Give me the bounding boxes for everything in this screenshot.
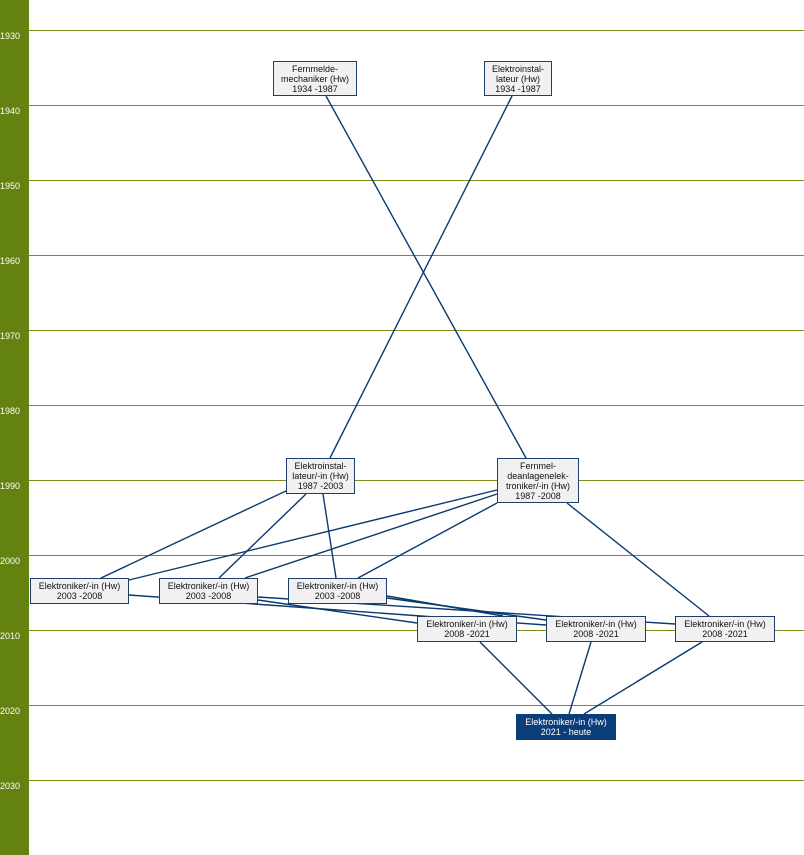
year-label-2000: 2000 xyxy=(0,556,21,566)
gridline-1960 xyxy=(29,255,804,256)
gridline-1990 xyxy=(29,480,804,481)
edge-elektroniker-2008-c-to-elektroniker-2021 xyxy=(583,641,703,715)
year-label-1960: 1960 xyxy=(0,256,21,266)
occupation-title-line: deanlagenelek- xyxy=(507,470,569,481)
edge-fernmeldeanlagenelektroniker-to-elektroniker-2003-a xyxy=(128,489,498,581)
occupation-period: 1934 -1987 xyxy=(292,83,338,94)
occupation-node-elektroinstallateur-1987[interactable]: Elektroinstal-lateur/-in (Hw)1987 -2003 xyxy=(286,458,355,494)
occupation-node-elektroniker-2003-c[interactable]: Elektroniker/-in (Hw)2003 -2008 xyxy=(288,578,387,604)
edge-elektroinstallateur-1934-to-elektroinstallateur-1987 xyxy=(329,95,513,459)
edge-fernmeldeanlagenelektroniker-to-elektroniker-2008-c xyxy=(566,502,710,617)
year-label-2020: 2020 xyxy=(0,706,21,716)
year-axis-bar xyxy=(0,0,29,855)
occupation-title-line: Elektroniker/-in (Hw) xyxy=(684,619,766,629)
occupation-period: 2008 -2021 xyxy=(573,629,619,639)
occupation-title-line: Elektroniker/-in (Hw) xyxy=(38,581,121,591)
occupation-title-line: mechaniker (Hw) xyxy=(280,73,349,84)
occupation-node-elektroniker-2003-b[interactable]: Elektroniker/-in (Hw)2003 -2008 xyxy=(159,578,258,604)
gridline-1940 xyxy=(29,105,804,106)
year-label-1970: 1970 xyxy=(0,331,21,341)
occupation-node-elektroinstallateur-1934[interactable]: Elektroinstal-lateur (Hw)1934 -1987 xyxy=(484,61,552,96)
occupation-period: 1987 -2008 xyxy=(515,490,561,501)
gridline-2010 xyxy=(29,630,804,631)
occupation-period: 2021 - heute xyxy=(540,727,592,737)
gridline-2000 xyxy=(29,555,804,556)
occupation-title-line: Elektroinstal- xyxy=(294,461,347,471)
year-label-1990: 1990 xyxy=(0,481,21,491)
occupation-node-elektroniker-2003-a[interactable]: Elektroniker/-in (Hw)2003 -2008 xyxy=(30,578,129,604)
occupation-node-elektroniker-2008-a[interactable]: Elektroniker/-in (Hw)2008 -2021 xyxy=(417,616,517,642)
occupation-title-line: troniker/-in (Hw) xyxy=(505,480,570,491)
edge-elektroniker-2003-b-to-elektroniker-2008-a xyxy=(257,599,418,624)
occupation-title-line: lateur/-in (Hw) xyxy=(292,471,349,481)
occupation-period: 2008 -2021 xyxy=(444,629,490,639)
occupation-title-line: Elektroniker/-in (Hw) xyxy=(296,581,379,591)
occupation-node-fernmeldemechaniker[interactable]: Fernmelde-mechaniker (Hw)1934 -1987 xyxy=(273,61,357,96)
year-label-1930: 1930 xyxy=(0,31,21,41)
year-label-1940: 1940 xyxy=(0,106,21,116)
occupation-title-line: Fernmel- xyxy=(519,460,556,471)
gridline-1970 xyxy=(29,330,804,331)
occupation-title-line: Elektroniker/-in (Hw) xyxy=(555,619,637,629)
edge-elektroniker-2003-c-to-elektroniker-2008-b xyxy=(386,597,547,621)
occupation-node-elektroniker-2008-c[interactable]: Elektroniker/-in (Hw)2008 -2021 xyxy=(675,616,775,642)
occupation-title-line: lateur (Hw) xyxy=(495,73,540,84)
gridline-1930 xyxy=(29,30,804,31)
edge-elektroinstallateur-1987-to-elektroniker-2003-b xyxy=(218,493,307,579)
edge-elektroinstallateur-1987-to-elektroniker-2003-a xyxy=(100,489,289,579)
occupation-node-elektroniker-2021[interactable]: Elektroniker/-in (Hw)2021 - heute xyxy=(516,714,616,740)
gridline-1950 xyxy=(29,180,804,181)
year-label-2010: 2010 xyxy=(0,631,21,641)
edge-elektroinstallateur-1987-to-elektroniker-2003-c xyxy=(322,493,337,579)
edge-fernmeldemechaniker-to-fernmeldeanlagenelektroniker xyxy=(325,95,527,459)
occupation-period: 2008 -2021 xyxy=(702,629,748,639)
occupation-title-line: Fernmelde- xyxy=(291,63,338,74)
gridline-1980 xyxy=(29,405,804,406)
occupation-title-line: Elektroniker/-in (Hw) xyxy=(167,581,250,591)
occupation-title-line: Elektroinstal- xyxy=(491,63,545,74)
edge-fernmeldeanlagenelektroniker-to-elektroniker-2003-b xyxy=(244,493,498,579)
occupation-period: 2003 -2008 xyxy=(314,591,361,601)
occupation-node-fernmeldeanlagenelektroniker[interactable]: Fernmel-deanlagenelek-troniker/-in (Hw)1… xyxy=(497,458,579,503)
year-label-1950: 1950 xyxy=(0,181,21,191)
occupation-title-line: Elektroniker/-in (Hw) xyxy=(525,717,607,727)
occupation-period: 1934 -1987 xyxy=(495,83,541,94)
gridline-2020 xyxy=(29,705,804,706)
occupation-period: 2003 -2008 xyxy=(185,591,232,601)
year-label-1980: 1980 xyxy=(0,406,21,416)
year-label-2030: 2030 xyxy=(0,781,21,791)
edge-fernmeldeanlagenelektroniker-to-elektroniker-2003-c xyxy=(357,502,498,579)
occupation-period: 1987 -2003 xyxy=(297,481,344,491)
occupation-period: 2003 -2008 xyxy=(56,591,103,601)
occupation-title-line: Elektroniker/-in (Hw) xyxy=(426,619,508,629)
edge-elektroniker-2008-b-to-elektroniker-2021 xyxy=(568,641,592,715)
occupation-node-elektroniker-2008-b[interactable]: Elektroniker/-in (Hw)2008 -2021 xyxy=(546,616,646,642)
edge-elektroniker-2008-a-to-elektroniker-2021 xyxy=(479,641,553,715)
gridline-2030 xyxy=(29,780,804,781)
